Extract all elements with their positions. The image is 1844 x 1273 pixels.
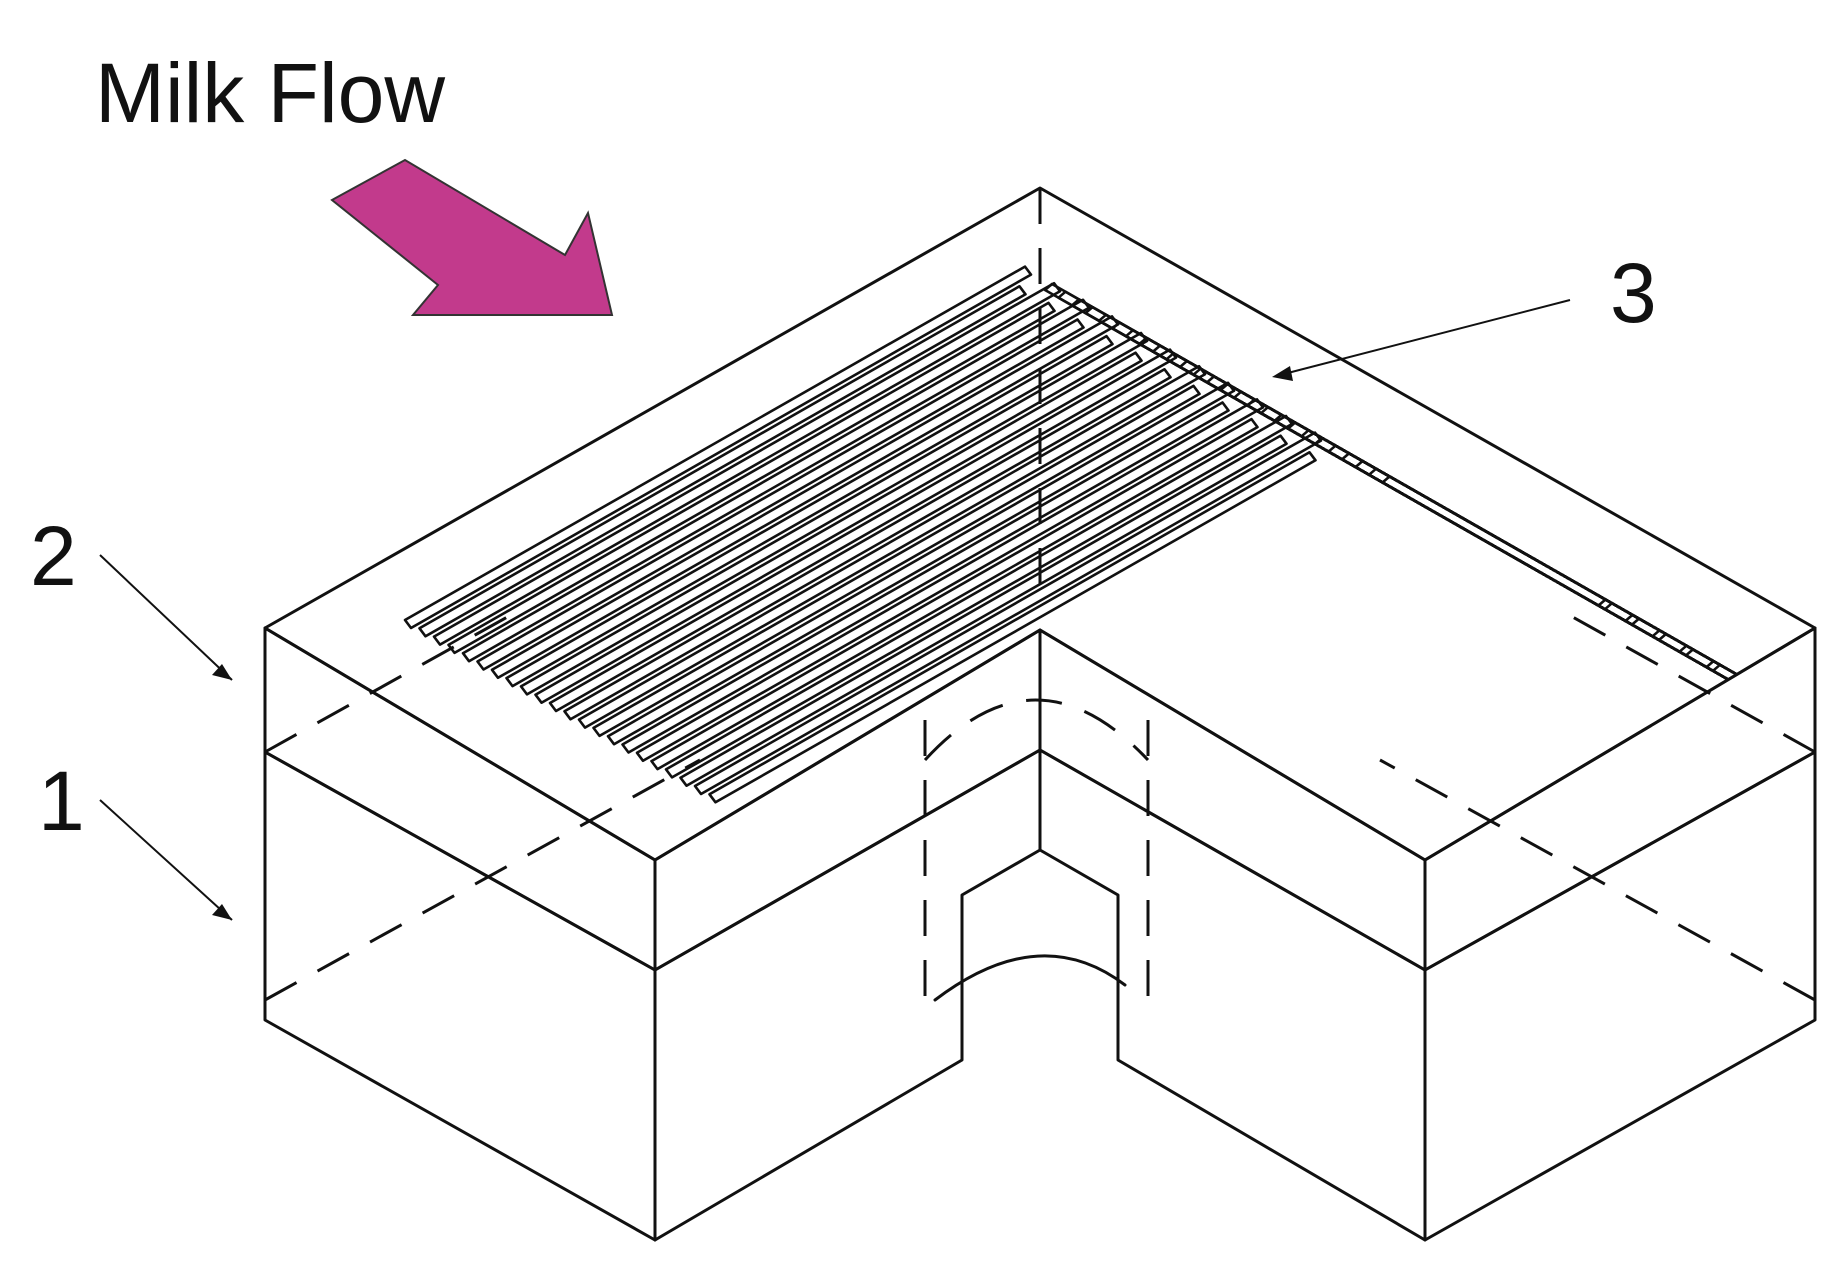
hidden-edge-left-top (264, 608, 521, 754)
block-left-front-substrate-face (263, 750, 657, 1242)
interdigitated-electrodes (403, 265, 1820, 804)
electrode-finger (1246, 398, 1796, 715)
electrode-finger (476, 318, 1085, 671)
label-2-leader-head (212, 664, 232, 680)
label-3-leader (1279, 299, 1571, 376)
electrode-finger (534, 351, 1143, 704)
electrode-finger (577, 364, 1207, 729)
electrode-finger (519, 331, 1149, 696)
label-2-leader (99, 554, 233, 681)
electrode-finger (1381, 475, 1820, 792)
cavity-arc-lower (933, 954, 1127, 1002)
electrode-finger (563, 368, 1172, 721)
label-1: 1 (38, 754, 85, 848)
hidden-edge-left-bottom (264, 758, 701, 1002)
diagram-title: Milk Flow (95, 46, 445, 140)
block-right-front-substrate-face (1423, 750, 1817, 1242)
electrode-finger (708, 451, 1317, 804)
electrode-finger (693, 431, 1323, 796)
electrode-finger (606, 381, 1236, 746)
sensing-layer-cut-face-right (1038, 628, 1427, 972)
electrode-finger (1273, 413, 1820, 730)
substrate-cut-face-right (1038, 748, 1427, 1242)
electrode-finger (447, 301, 1056, 655)
electrode-finger (548, 348, 1178, 713)
electrode-finger (1192, 367, 1742, 684)
label-3-leader-head (1272, 366, 1293, 381)
hidden-edge-right-top (1559, 608, 1816, 754)
electrode-finger (592, 384, 1201, 738)
electrode-finger (1138, 336, 1688, 653)
electrode-finger (650, 417, 1259, 771)
hidden-edge-right-bottom (1379, 758, 1816, 1002)
label-3: 3 (1610, 246, 1657, 340)
electrode-finger (432, 281, 1062, 646)
electrode-finger (1219, 382, 1769, 700)
electrode-finger (1165, 352, 1715, 669)
block-right-front-layer-face (1423, 626, 1817, 972)
flow-direction-arrow-icon (330, 158, 614, 316)
electrode-finger (403, 265, 1033, 630)
substrate-cut-face-left (653, 748, 1042, 1242)
electrode-finger (418, 285, 1027, 638)
label-2: 2 (30, 509, 77, 603)
electrode-finger (1367, 467, 1820, 796)
electrode-finger (621, 401, 1230, 754)
electrode-finger (1300, 429, 1820, 746)
electrode-finger (679, 434, 1288, 787)
label-1-leader-head (212, 904, 232, 920)
hidden-edge-cavity-arc (923, 698, 1150, 762)
electrode-finger (505, 334, 1114, 688)
electrode-finger (1327, 444, 1820, 761)
block-left-front-layer-face (263, 626, 657, 972)
label-1-leader (99, 799, 233, 921)
electrode-finger (635, 398, 1265, 763)
electrode-finger (461, 298, 1091, 663)
